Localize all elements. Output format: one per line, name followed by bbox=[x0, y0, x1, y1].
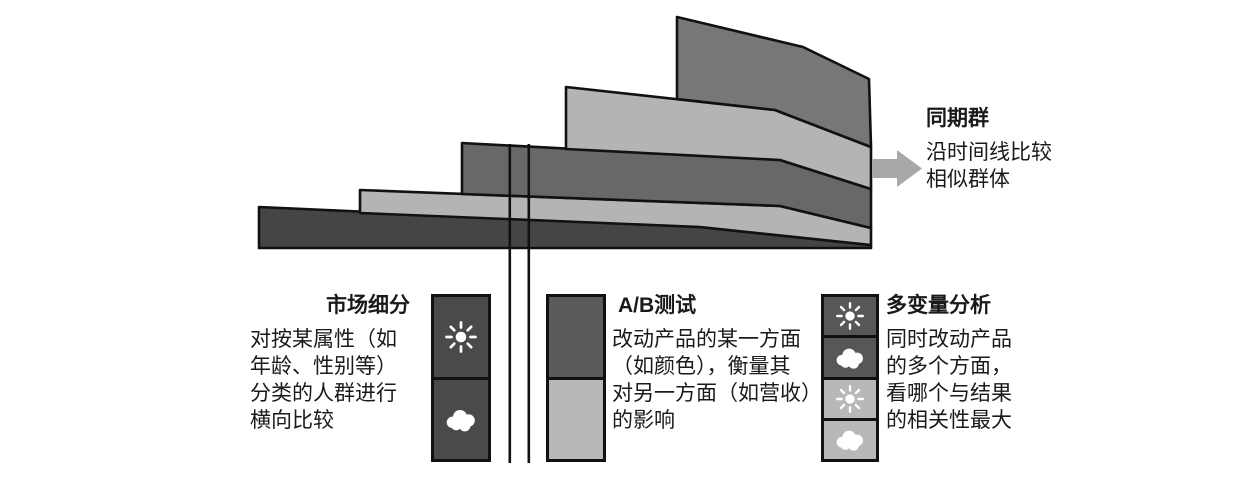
segmentation-swatch-column bbox=[431, 294, 491, 462]
cloud-icon bbox=[446, 409, 475, 432]
swatch-cell-dark-plain bbox=[549, 297, 603, 377]
multivariate-line: 同时改动产品 bbox=[886, 328, 1012, 351]
segmentation-line: 横向比较 bbox=[250, 409, 334, 432]
cohort-layer-5 bbox=[675, 15, 873, 149]
ab-test-swatch-column bbox=[546, 294, 606, 462]
swatch-cell-dark-sun bbox=[434, 297, 488, 377]
ab-test-line: 改动产品的某一方面 bbox=[612, 328, 801, 351]
segmentation-legend-text: 市场细分 对按某属性（如 年龄、性别等） 分类的人群进行 横向比较 bbox=[250, 292, 412, 434]
sun-icon bbox=[836, 384, 864, 413]
ab-test-line: 对另一方面（如营收） bbox=[612, 382, 822, 405]
multivariate-line: 的多个方面， bbox=[886, 355, 1012, 378]
cohort-annotation-title: 同期群 bbox=[926, 107, 989, 130]
sun-icon bbox=[836, 302, 864, 331]
time-slice-line-left bbox=[508, 144, 512, 463]
cloud-icon bbox=[836, 430, 863, 452]
ab-test-line: 的影响 bbox=[612, 409, 675, 432]
segmentation-title: 市场细分 bbox=[326, 294, 410, 317]
swatch-cell-light-cloud bbox=[824, 417, 876, 459]
cloud-icon bbox=[836, 348, 863, 369]
swatch-cell-dark-sun bbox=[824, 297, 876, 336]
segmentation-line: 分类的人群进行 bbox=[250, 382, 397, 405]
cohort-annotation-line: 相似群体 bbox=[926, 168, 1010, 191]
ab-test-legend-text: A/B测试 改动产品的某一方面 （如颜色），衡量其 对另一方面（如营收） 的影响 bbox=[612, 292, 830, 434]
swatch-cell-light-plain bbox=[549, 376, 603, 459]
sun-icon bbox=[445, 320, 477, 353]
multivariate-title: 多变量分析 bbox=[886, 294, 991, 317]
cohort-annotation-line: 沿时间线比较 bbox=[926, 141, 1052, 164]
ab-test-title: A/B测试 bbox=[618, 294, 697, 317]
swatch-cell-dark-cloud bbox=[434, 376, 488, 459]
segmentation-line: 年龄、性别等） bbox=[250, 355, 397, 378]
ab-test-line: （如颜色），衡量其 bbox=[612, 355, 791, 378]
multivariate-legend-text: 多变量分析 同时改动产品 的多个方面， 看哪个与结果 的相关性最大 bbox=[886, 292, 1036, 434]
swatch-cell-dark-cloud bbox=[824, 335, 876, 377]
time-slice-line-right bbox=[527, 144, 531, 463]
swatch-cell-light-sun bbox=[824, 376, 876, 418]
multivariate-line: 看哪个与结果 bbox=[886, 382, 1012, 405]
cohort-annotation: 同期群 沿时间线比较 相似群体 bbox=[926, 105, 1086, 193]
cohort-arrow-icon bbox=[872, 150, 922, 187]
segmentation-line: 对按某属性（如 bbox=[250, 328, 397, 351]
multivariate-swatch-column bbox=[821, 294, 879, 462]
multivariate-line: 的相关性最大 bbox=[886, 409, 1012, 432]
